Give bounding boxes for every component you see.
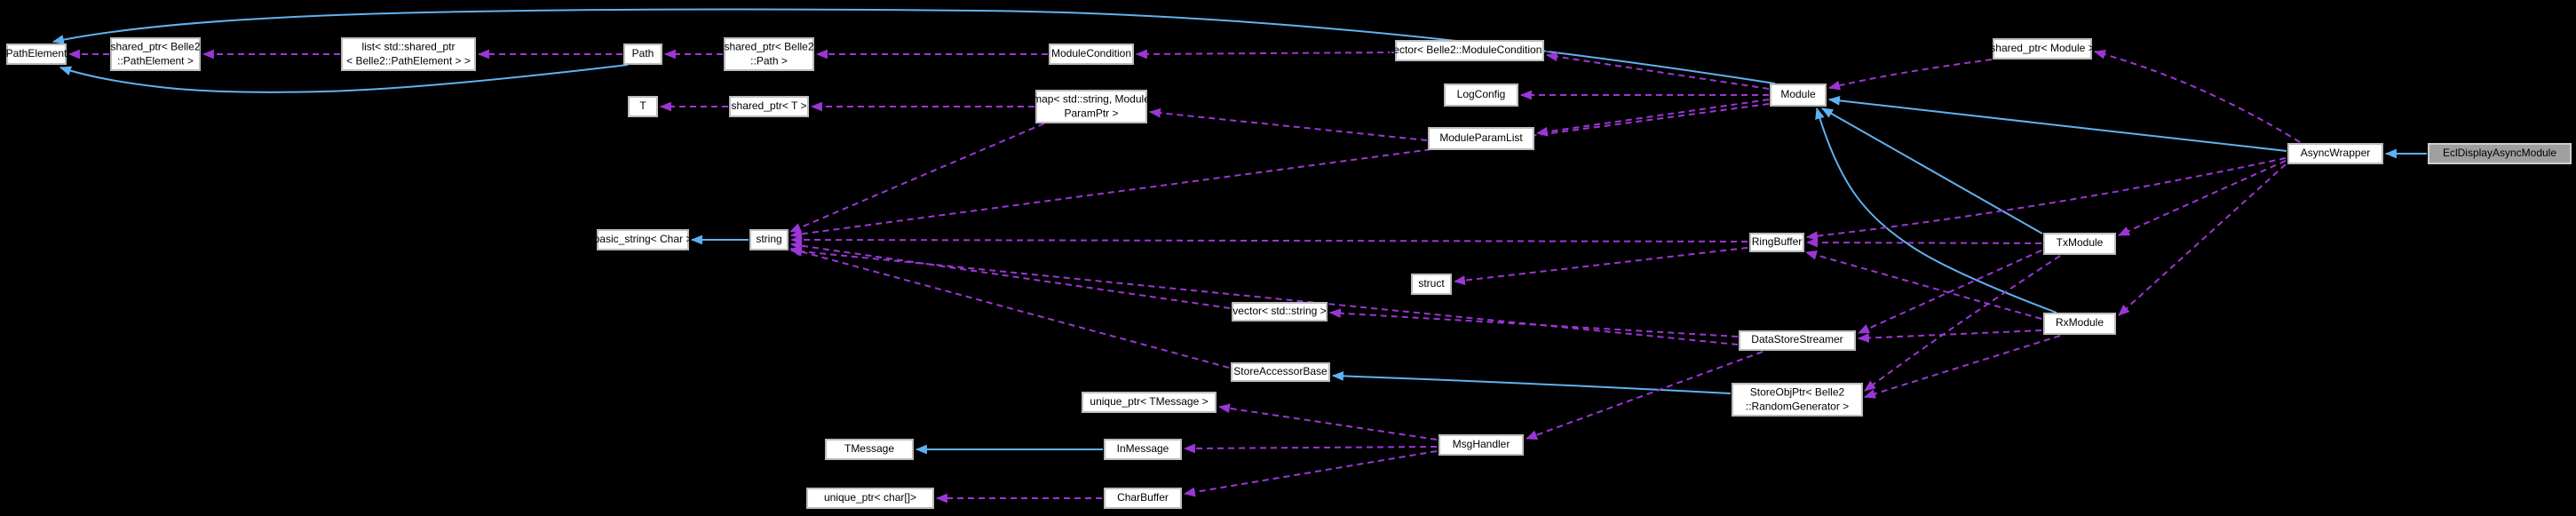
class-node-label-pathelement: PathElement [5,47,67,60]
edge-ringbuffer-string-use [789,234,1748,245]
edge-txmodule-ringbuffer-use [1805,237,2042,248]
class-node-logconfig[interactable]: LogConfig [1444,83,1518,107]
class-node-rxmodule[interactable]: RxModule [2043,312,2116,335]
class-node-vector-modulecondition[interactable]: vector< Belle2::ModuleCondition > [1388,40,1551,61]
edge-datastorestreamer-msghandler-use [1525,351,1764,440]
class-node-path[interactable]: Path [623,44,662,65]
edge-module-moduleparamlist-use [1535,99,1770,137]
class-node-label-basic-string: basic_string< Char > [593,233,693,246]
class-node-label-path: Path [631,47,654,60]
edge-module-string-use [789,103,1770,239]
class-node-modulecondition[interactable]: ModuleCondition [1049,44,1134,65]
class-node-label-string: string [756,233,782,246]
class-node-label-storeobjptr: StoreObjPtr< Belle2 ::RandomGenerator > [1745,385,1850,412]
edge-module-pathelement-inherit [52,8,1776,84]
class-node-label-t: T [639,99,646,113]
edge-msghandler-charbuffer-use [1183,450,1438,497]
edge-datastorestreamer-string-use [789,246,1739,345]
edge-rxmodule-storeobjptr-use [1863,335,2061,399]
class-node-label-ringbuffer: RingBuffer [1751,235,1803,249]
class-node-list-sp-pathelement[interactable]: list< std::shared_ptr < Belle2::PathElem… [341,37,476,71]
class-node-label-list-sp-pathelement: list< std::shared_ptr < Belle2::PathElem… [346,40,471,67]
class-node-label-datastorestreamer: DataStoreStreamer [1751,333,1843,346]
class-node-storeobjptr[interactable]: StoreObjPtr< Belle2 ::RandomGenerator > [1732,383,1863,417]
class-node-struct[interactable]: struct [1411,274,1452,295]
class-node-label-sp-module: shared_ptr< Module > [1990,42,2095,55]
class-node-uptr-char[interactable]: unique_ptr< char[]> [806,488,934,509]
class-node-storeaccessorbase[interactable]: StoreAccessorBase [1231,362,1330,382]
class-node-msghandler[interactable]: MsgHandler [1439,434,1524,456]
edge-rxmodule-datastorestreamer-use [1857,329,2042,343]
class-node-label-asyncwrapper: AsyncWrapper [2300,147,2371,160]
class-node-basic-string[interactable]: basic_string< Char > [594,229,692,250]
class-node-label-rxmodule: RxModule [2055,316,2104,329]
class-node-txmodule[interactable]: TxModule [2043,232,2116,255]
edge-txmodule-module-inherit [1821,107,2043,234]
edge-txmodule-storeobjptr-use [1864,255,2061,392]
edge-rxmodule-module-inherit [1815,107,2057,314]
class-node-label-inmessage: InMessage [1116,442,1169,456]
class-node-string[interactable]: string [749,229,789,250]
class-node-sp-module[interactable]: shared_ptr< Module > [1990,38,2095,60]
edge-asyncwrapper-rxmodule-use [2118,163,2287,316]
edge-map-param-string-use [789,123,1045,233]
class-node-sp-t[interactable]: shared_ptr< T > [729,96,809,117]
class-node-label-struct: struct [1418,277,1445,290]
edge-storeobjptr-storeaccessorbase-inherit [1331,371,1732,394]
class-node-label-uptr-tmessage: unique_ptr< TMessage > [1090,395,1209,409]
class-node-label-vector-string: vector< std::string > [1233,305,1327,318]
class-node-uptr-tmessage[interactable]: unique_ptr< TMessage > [1082,392,1217,413]
class-node-label-uptr-char: unique_ptr< char[]> [823,491,917,504]
edge-msghandler-uptr-tmessage-use [1217,403,1438,441]
class-node-inmessage[interactable]: InMessage [1104,439,1182,460]
edge-rxmodule-ringbuffer-use [1804,250,2042,320]
class-node-label-ecldisplayasyncmodule: EclDisplayAsyncModule [2442,147,2557,160]
class-node-label-sp-path: shared_ptr< Belle2 ::Path > [724,40,814,67]
edge-vector-modulecondition-modulecondition-use [1135,49,1395,60]
edge-vector-string-string-use [789,241,1231,309]
class-node-pathelement[interactable]: PathElement [6,44,67,65]
edge-asyncwrapper-module-inherit [1827,96,2287,152]
edge-ringbuffer-struct-use [1453,247,1748,286]
class-node-ecldisplayasyncmodule: EclDisplayAsyncModule [2428,143,2572,164]
class-node-vector-string[interactable]: vector< std::string > [1232,302,1328,322]
class-node-label-txmodule: TxModule [2056,236,2104,250]
edge-module-vector-modulecondition-use [1545,52,1770,90]
class-node-map-param[interactable]: map< std::string, Module ParamPtr > [1033,90,1150,123]
class-node-label-storeaccessorbase: StoreAccessorBase [1233,365,1328,378]
class-node-ringbuffer[interactable]: RingBuffer [1749,233,1804,252]
class-node-datastorestreamer[interactable]: DataStoreStreamer [1739,329,1856,351]
edge-txmodule-datastorestreamer-use [1858,250,2042,334]
edge-asyncwrapper-sp-module-use [2093,50,2301,143]
edge-moduleparamlist-map-param-use [1148,107,1428,141]
class-node-label-tmessage: TMessage [844,442,895,456]
class-node-asyncwrapper[interactable]: AsyncWrapper [2287,143,2383,164]
class-node-sp-path[interactable]: shared_ptr< Belle2 ::Path > [724,37,814,71]
class-node-label-module: Module [1780,88,1816,101]
class-node-module[interactable]: Module [1770,83,1827,107]
class-node-t[interactable]: T [628,96,658,117]
edge-msghandler-inmessage-use [1183,443,1438,454]
class-node-label-logconfig: LogConfig [1456,88,1506,101]
edge-asyncwrapper-txmodule-use [2118,160,2287,236]
class-node-label-sp-pathelement: shared_ptr< Belle2 ::PathElement > [110,40,201,67]
class-node-label-charbuffer: CharBuffer [1117,491,1169,504]
class-node-tmessage[interactable]: TMessage [825,439,914,460]
class-node-label-moduleparamlist: ModuleParamList [1439,131,1523,145]
class-node-charbuffer[interactable]: CharBuffer [1104,488,1182,509]
edge-sp-module-module-use [1827,59,1993,91]
class-node-sp-pathelement[interactable]: shared_ptr< Belle2 ::PathElement > [110,37,201,71]
class-node-label-map-param: map< std::string, Module ParamPtr > [1033,92,1150,119]
class-node-label-sp-t: shared_ptr< T > [731,99,807,113]
edge-asyncwrapper-ringbuffer-use [1805,157,2287,242]
class-node-label-modulecondition: ModuleCondition [1050,47,1132,60]
edge-storeaccessorbase-string-use [789,246,1230,369]
class-node-label-vector-modulecondition: vector< Belle2::ModuleCondition > [1388,44,1551,57]
edge-path-pathelement-inherit [59,64,629,93]
class-node-moduleparamlist[interactable]: ModuleParamList [1428,127,1534,150]
class-node-label-msghandler: MsgHandler [1452,438,1510,451]
